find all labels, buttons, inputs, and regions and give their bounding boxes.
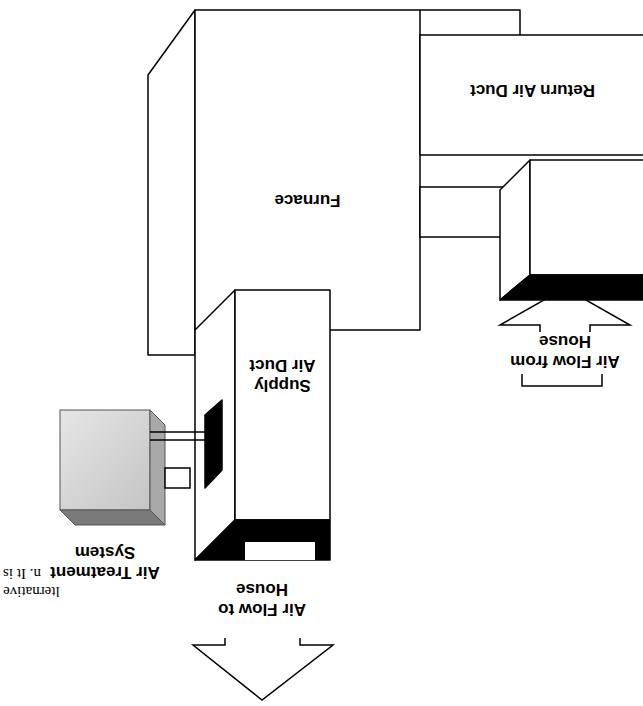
airflow-label-holder: Air Flow from House [505,329,625,373]
pipe-stub [165,468,190,488]
box-label: Return Air Duct [470,80,595,100]
supply-duct-opening [195,520,330,560]
text-fragment-holder: lternative [3,582,73,600]
furnace-box: Furnace [200,150,415,250]
return-duct-body [420,35,643,155]
airflow-label: Air Flow to House [212,579,312,618]
air-treatment-front [60,410,150,510]
air-treatment-side [150,410,165,525]
supply-duct-side [195,290,235,560]
box-label: Supply Air Duct [242,355,323,394]
air-treatment-bottom [60,510,165,525]
pipe-line [150,431,210,433]
airflow-label: Air Flow from House [505,331,625,370]
airflow-bracket [522,374,602,386]
duct-box: Supply Air Duct [238,330,327,420]
furnace-side [148,10,195,355]
equipment-box: Air Treatment System [30,398,180,582]
text-fragment: lternative [3,582,60,599]
duct-slot [205,400,222,488]
airflow-arrow-in [500,288,630,332]
supply-duct-notch [245,542,315,560]
furnace-top-edge [420,10,520,35]
supply-duct-front [235,290,330,520]
furnace-front [195,10,420,330]
box-label: Air Treatment System [34,543,176,582]
duct-box: Return Air Duct [430,58,635,122]
pipe-connector [150,432,210,440]
text-fragment: n. It is [3,564,41,581]
airflow-label-holder: Air Flow to House [212,573,312,625]
airflow-arrow-out [193,638,333,700]
pipe-line [150,439,210,441]
box-label: Furnace [274,190,340,210]
text-fragment-holder: n. It is [3,564,73,582]
return-inlet-front [530,160,643,275]
return-inlet-opening [500,275,643,300]
